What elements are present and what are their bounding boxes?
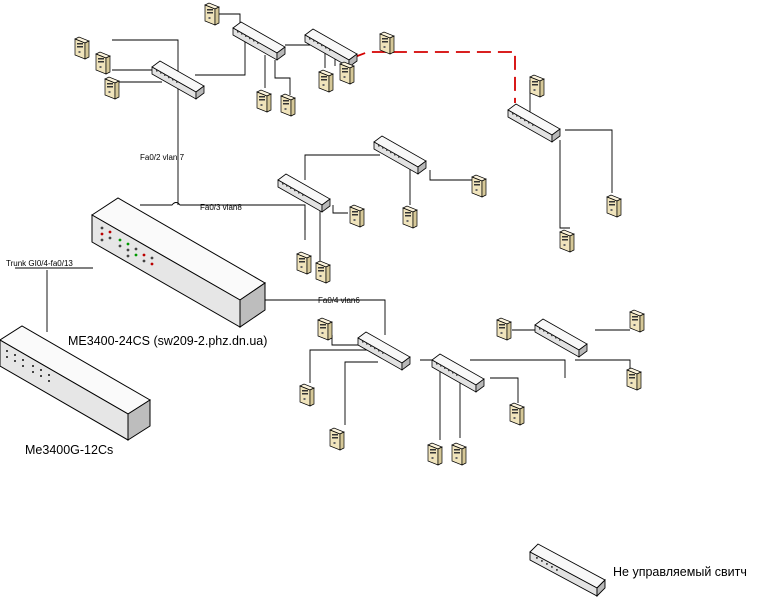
pc-tower-icon [349, 204, 365, 228]
unmanaged-switch-icon [507, 103, 561, 143]
aggregation-switch-label: Me3400G-12Cs [25, 443, 113, 457]
pc-tower-icon [204, 2, 220, 26]
pc-tower-icon [427, 442, 443, 466]
unmanaged-switch-icon [373, 135, 427, 175]
unmanaged-switch-icon [534, 318, 588, 358]
pc-tower-icon [509, 402, 525, 426]
legend: Не управляемый свитч [529, 543, 747, 598]
pc-tower-icon [529, 74, 545, 98]
pc-tower-icon [559, 229, 575, 253]
unmanaged-switch-icon [232, 21, 286, 61]
core-switch-port-leds [100, 226, 154, 266]
port-label-fa03: Fa0/3 vlan8 [200, 203, 242, 212]
pc-tower-icon [379, 31, 395, 55]
core-switch [91, 197, 266, 328]
pc-tower-icon [280, 93, 296, 117]
pc-tower-icon [95, 51, 111, 75]
pc-tower-icon [402, 205, 418, 229]
port-label-fa02: Fa0/2 vlan 7 [140, 153, 185, 162]
dashed-uplink [351, 51, 516, 103]
pc-tower-icon [74, 36, 90, 60]
legend-label: Не управляемый свитч [613, 565, 747, 579]
trunk-label: Trunk GI0/4-fa0/13 [6, 259, 73, 268]
pc-tower-icon [629, 309, 645, 333]
unmanaged-switch-icon [357, 331, 411, 371]
pc-tower-icon [626, 367, 642, 391]
aggregation-switch [0, 325, 151, 441]
unmanaged-switch-icon [277, 173, 331, 213]
pc-tower-icon [606, 194, 622, 218]
pc-tower-icon [317, 317, 333, 341]
pc-tower-icon [296, 251, 312, 275]
connection-lines [15, 13, 631, 440]
pc-tower-icon [318, 69, 334, 93]
pc-tower-icon [256, 89, 272, 113]
pc-tower-icon [299, 383, 315, 407]
pc-tower-icon [339, 61, 355, 85]
pc-tower-icon [329, 427, 345, 451]
unmanaged-switch-icon [304, 28, 358, 68]
pc-tower-icon [451, 442, 467, 466]
pc-tower-icon [471, 174, 487, 198]
pc-tower-icon [496, 317, 512, 341]
pc-tower-icon [104, 76, 120, 100]
pc-tower-icon [315, 260, 331, 284]
port-label-fa04: Fa0/4 vlan6 [318, 296, 360, 305]
core-switch-label: ME3400-24CS (sw209-2.phz.dn.ua) [68, 334, 267, 348]
unmanaged-switch-icon [529, 543, 606, 598]
